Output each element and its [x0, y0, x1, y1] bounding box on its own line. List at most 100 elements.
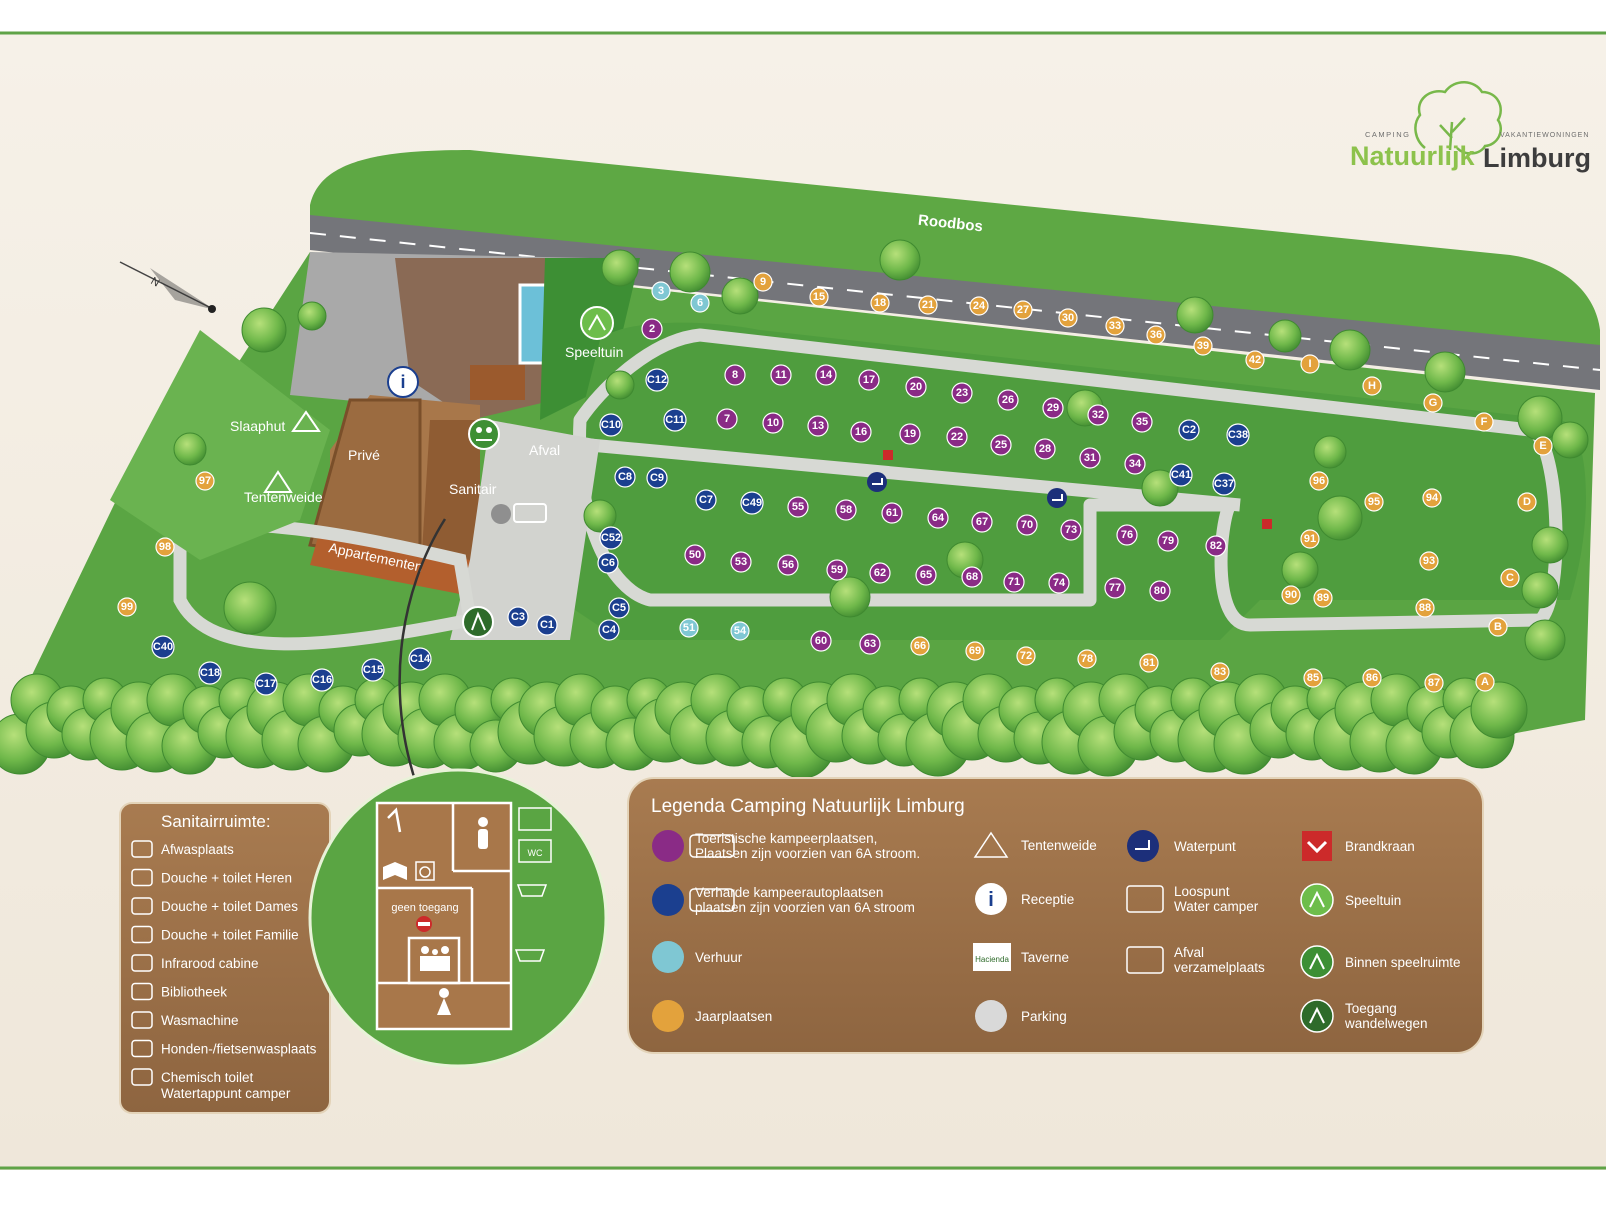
paved-camper-plot-marker[interactable]: C1 [536, 614, 558, 636]
annual-plot-marker[interactable]: 87 [1424, 673, 1444, 693]
annual-plot-marker[interactable]: F [1474, 412, 1494, 432]
annual-plot-marker[interactable]: 24 [969, 296, 989, 316]
rental-plot-marker[interactable]: 6 [690, 293, 710, 313]
annual-plot-marker[interactable]: 66 [910, 636, 930, 656]
touristic-plot-marker[interactable]: 59 [826, 559, 848, 581]
water-tap-map-icon-1[interactable] [867, 472, 887, 492]
touristic-plot-marker[interactable]: 7 [716, 408, 738, 430]
reception-info-icon[interactable]: i [387, 366, 419, 398]
paved-camper-plot-marker[interactable]: C5 [608, 597, 630, 619]
touristic-plot-marker[interactable]: 16 [850, 421, 872, 443]
touristic-plot-marker[interactable]: 74 [1048, 572, 1070, 594]
paved-camper-plot-marker[interactable]: C52 [599, 526, 623, 550]
touristic-plot-marker[interactable]: 17 [858, 369, 880, 391]
touristic-plot-marker[interactable]: 22 [946, 426, 968, 448]
annual-plot-marker[interactable]: 9 [753, 272, 773, 292]
annual-plot-marker[interactable]: 85 [1303, 668, 1323, 688]
touristic-plot-marker[interactable]: 77 [1104, 577, 1126, 599]
annual-plot-marker[interactable]: 96 [1309, 471, 1329, 491]
touristic-plot-marker[interactable]: 28 [1034, 438, 1056, 460]
annual-plot-marker[interactable]: G [1423, 393, 1443, 413]
paved-camper-plot-marker[interactable]: C14 [408, 647, 432, 671]
paved-camper-plot-marker[interactable]: C2 [1178, 419, 1200, 441]
touristic-plot-marker[interactable]: 55 [787, 496, 809, 518]
annual-plot-marker[interactable]: 21 [918, 295, 938, 315]
annual-plot-marker[interactable]: 42 [1245, 350, 1265, 370]
touristic-plot-marker[interactable]: 60 [810, 630, 832, 652]
paved-camper-plot-marker[interactable]: C37 [1212, 472, 1236, 496]
annual-plot-marker[interactable]: 97 [195, 471, 215, 491]
annual-plot-marker[interactable]: H [1362, 376, 1382, 396]
paved-camper-plot-marker[interactable]: C40 [151, 635, 175, 659]
touristic-plot-marker[interactable]: 23 [951, 382, 973, 404]
annual-plot-marker[interactable]: 98 [155, 537, 175, 557]
annual-plot-marker[interactable]: 18 [870, 293, 890, 313]
paved-camper-plot-marker[interactable]: C11 [663, 408, 687, 432]
touristic-plot-marker[interactable]: 76 [1116, 524, 1138, 546]
annual-plot-marker[interactable]: E [1533, 436, 1553, 456]
annual-plot-marker[interactable]: 90 [1281, 585, 1301, 605]
touristic-plot-marker[interactable]: 82 [1205, 535, 1227, 557]
annual-plot-marker[interactable]: A [1475, 672, 1495, 692]
touristic-plot-marker[interactable]: 26 [997, 389, 1019, 411]
annual-plot-marker[interactable]: 30 [1058, 308, 1078, 328]
paved-camper-plot-marker[interactable]: C15 [361, 658, 385, 682]
paved-camper-plot-marker[interactable]: C7 [695, 489, 717, 511]
annual-plot-marker[interactable]: D [1517, 492, 1537, 512]
touristic-plot-marker[interactable]: 58 [835, 499, 857, 521]
camper-dump-map-icon[interactable] [491, 503, 547, 524]
paved-camper-plot-marker[interactable]: C3 [507, 606, 529, 628]
paved-camper-plot-marker[interactable]: C16 [310, 668, 334, 692]
annual-plot-marker[interactable]: 86 [1362, 668, 1382, 688]
annual-plot-marker[interactable]: 83 [1210, 662, 1230, 682]
annual-plot-marker[interactable]: 91 [1300, 529, 1320, 549]
annual-plot-marker[interactable]: 39 [1193, 336, 1213, 356]
annual-plot-marker[interactable]: C [1500, 568, 1520, 588]
touristic-plot-marker[interactable]: 32 [1087, 404, 1109, 426]
paved-camper-plot-marker[interactable]: C41 [1169, 463, 1193, 487]
touristic-plot-marker[interactable]: 29 [1042, 397, 1064, 419]
annual-plot-marker[interactable]: 36 [1146, 325, 1166, 345]
water-tap-map-icon-2[interactable] [1047, 488, 1067, 508]
touristic-plot-marker[interactable]: 8 [724, 364, 746, 386]
annual-plot-marker[interactable]: 88 [1415, 598, 1435, 618]
playground-map-icon[interactable] [580, 306, 614, 340]
touristic-plot-marker[interactable]: 25 [990, 434, 1012, 456]
annual-plot-marker[interactable]: 93 [1419, 551, 1439, 571]
touristic-plot-marker[interactable]: 19 [899, 423, 921, 445]
paved-camper-plot-marker[interactable]: C4 [598, 619, 620, 641]
touristic-plot-marker[interactable]: 11 [770, 364, 792, 386]
touristic-plot-marker[interactable]: 56 [777, 554, 799, 576]
touristic-plot-marker[interactable]: 80 [1149, 580, 1171, 602]
paved-camper-plot-marker[interactable]: C12 [645, 368, 669, 392]
annual-plot-marker[interactable]: 15 [809, 287, 829, 307]
touristic-plot-marker[interactable]: 65 [915, 564, 937, 586]
annual-plot-marker[interactable]: 81 [1139, 653, 1159, 673]
touristic-plot-marker[interactable]: 20 [905, 376, 927, 398]
touristic-plot-marker[interactable]: 31 [1079, 447, 1101, 469]
annual-plot-marker[interactable]: 94 [1422, 488, 1442, 508]
touristic-plot-marker[interactable]: 13 [807, 415, 829, 437]
paved-camper-plot-marker[interactable]: C10 [599, 413, 623, 437]
annual-plot-marker[interactable]: B [1488, 617, 1508, 637]
touristic-plot-marker[interactable]: 62 [869, 562, 891, 584]
rental-plot-marker[interactable]: 3 [651, 281, 671, 301]
paved-camper-plot-marker[interactable]: C49 [740, 491, 764, 515]
touristic-plot-marker[interactable]: 71 [1003, 571, 1025, 593]
touristic-plot-marker[interactable]: 50 [684, 544, 706, 566]
annual-plot-marker[interactable]: 72 [1016, 646, 1036, 666]
touristic-plot-marker[interactable]: 67 [971, 511, 993, 533]
touristic-plot-marker[interactable]: 73 [1060, 519, 1082, 541]
annual-plot-marker[interactable]: I [1300, 354, 1320, 374]
paved-camper-plot-marker[interactable]: C6 [597, 552, 619, 574]
touristic-plot-marker[interactable]: 79 [1157, 530, 1179, 552]
touristic-plot-marker[interactable]: 14 [815, 364, 837, 386]
rental-plot-marker[interactable]: 54 [730, 621, 750, 641]
touristic-plot-marker[interactable]: 35 [1131, 411, 1153, 433]
annual-plot-marker[interactable]: 99 [117, 597, 137, 617]
touristic-plot-marker[interactable]: 68 [961, 566, 983, 588]
paved-camper-plot-marker[interactable]: C38 [1226, 423, 1250, 447]
paved-camper-plot-marker[interactable]: C18 [198, 661, 222, 685]
hiking-access-map-icon[interactable] [462, 606, 494, 638]
touristic-plot-marker[interactable]: 34 [1124, 453, 1146, 475]
